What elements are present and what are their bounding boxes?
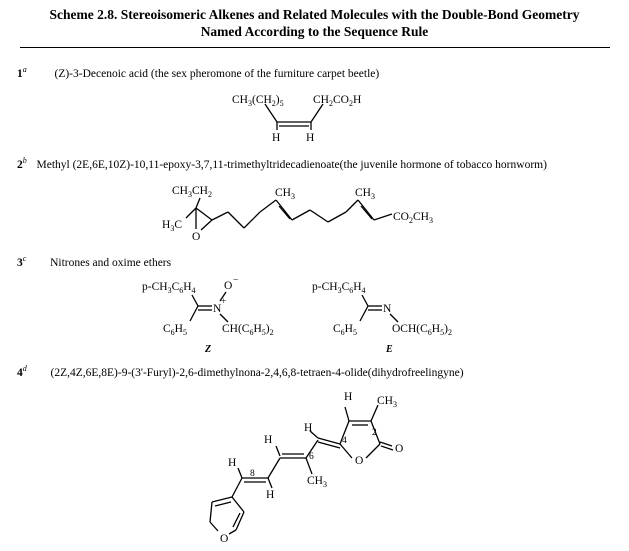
s4-locant-2: 2 — [372, 428, 377, 438]
entry-note: d — [22, 364, 27, 373]
s4-methyl-6: CH3 — [307, 475, 327, 489]
entry-text: (2Z,4Z,6E,8E)-9-(3'-Furyl)-2,6-dimethyln… — [50, 366, 464, 379]
entry-4: 4d (2Z,4Z,6E,8E)-9-(3'-Furyl)-2,6-dimeth… — [17, 364, 464, 379]
s1-hydrogen-left: H — [272, 132, 280, 144]
entry-number: 2 — [17, 158, 23, 171]
entry-1: 1a (Z)-3-Decenoic acid (the sex pheromon… — [17, 65, 379, 80]
entry-2: 2b Methyl (2E,6E,10Z)-10,11-epoxy-3,7,11… — [17, 156, 547, 171]
structure-3-z-nitrone: p-CH3C6H4 O − N + C6H5 CH(C6H5)2 Z — [142, 276, 274, 355]
s1-right-chain: CH2CO2H — [313, 94, 361, 108]
s4-locant-6: 6 — [309, 452, 314, 462]
entry-note: c — [22, 254, 27, 263]
title-rule — [20, 47, 610, 48]
entry-3: 3c Nitrones and oxime ethers — [17, 254, 171, 269]
s4-ring-oxygen: O — [355, 455, 363, 467]
s4-hydrogen-9: H — [228, 457, 236, 469]
s4-locant-8: 8 — [250, 469, 255, 479]
entry-note: b — [22, 156, 27, 165]
entry-text: (Z)-3-Decenoic acid (the sex pheromone o… — [54, 67, 380, 80]
s4-carbonyl-oxygen: O — [395, 443, 403, 455]
s3z-oxygen: O — [224, 280, 232, 292]
entry-number: 4 — [17, 366, 23, 379]
s1-hydrogen-right: H — [306, 132, 314, 144]
s3z-plus: + — [221, 297, 226, 307]
s3z-n-substituent: CH(C6H5)2 — [222, 323, 274, 337]
s4-hydrogen-7: H — [264, 434, 272, 446]
s3e-phenyl: C6H5 — [333, 323, 357, 337]
entry-text: Nitrones and oxime ethers — [50, 256, 172, 269]
scheme-title-line-1: Scheme 2.8. Stereoisomeric Alkenes and R… — [49, 7, 580, 22]
s3z-phenyl: C6H5 — [163, 323, 187, 337]
structure-3-e-oxime-ether: p-CH3C6H4 N C6H5 OCH(C6H5)2 E — [312, 281, 452, 355]
s3z-aryl: p-CH3C6H4 — [142, 281, 196, 295]
s2-methyl-7: CH3 — [275, 187, 295, 201]
s2-ethyl: CH3CH2 — [172, 185, 212, 199]
s4-furan-oxygen: O — [220, 533, 228, 545]
s1-left-chain: CH3(CH2)5 — [232, 94, 284, 108]
s2-methyl-3: CH3 — [355, 187, 375, 201]
s4-hydrogen-8: H — [266, 489, 274, 501]
entry-number: 3 — [17, 256, 23, 269]
s4-hydrogen-5: H — [304, 422, 312, 434]
scheme-title-line-2: Named According to the Sequence Rule — [200, 24, 429, 39]
s3e-o-substituent: OCH(C6H5)2 — [392, 323, 452, 337]
s4-locant-4: 4 — [342, 436, 347, 446]
s3z-nitrogen: N — [213, 303, 222, 315]
s2-h3c: H3C — [162, 219, 182, 233]
s3e-nitrogen: N — [383, 303, 392, 315]
s4-methyl-2: CH3 — [377, 395, 397, 409]
entry-number: 1 — [17, 67, 23, 80]
entry-note: a — [22, 65, 27, 74]
structure-1-decenoic-acid: CH3(CH2)5 CH2CO2H H H — [232, 94, 361, 144]
s2-methyl-ester: CO2CH3 — [393, 211, 433, 225]
s3z-minus: − — [233, 276, 238, 286]
structure-2-juvenile-hormone: CH3CH2 H3C O CH3 CH3 CO2CH3 — [162, 185, 433, 243]
s4-hydrogen-3: H — [344, 391, 352, 403]
s3e-label: E — [385, 344, 393, 355]
entry-text: Methyl (2E,6E,10Z)-10,11-epoxy-3,7,11-tr… — [36, 158, 547, 171]
structure-4-dihydrofreelingyne: H CH3 2 4 O O H H 6 CH3 H 8 H O — [209, 391, 403, 545]
s3z-label: Z — [204, 344, 211, 355]
s3e-aryl: p-CH3C6H4 — [312, 281, 366, 295]
s2-epoxide-oxygen: O — [192, 231, 200, 243]
